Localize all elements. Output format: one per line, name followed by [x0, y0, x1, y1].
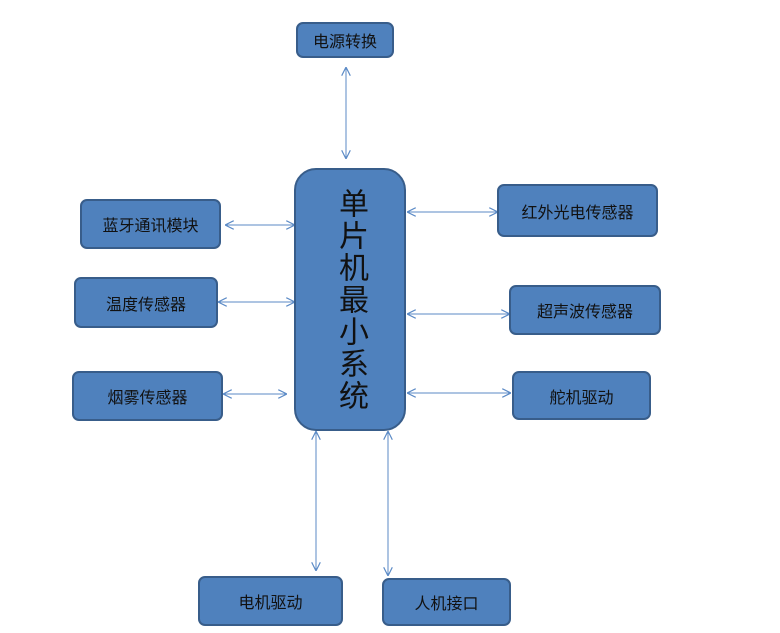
smoke-sensor-label: 烟雾传感器 [107, 388, 188, 407]
motor-driver-box: 电机驱动 [198, 576, 343, 626]
power-conversion-label: 电源转换 [312, 32, 377, 51]
temperature-sensor-label: 温度传感器 [105, 294, 186, 314]
motor-driver-label: 电机驱动 [238, 593, 303, 612]
ultrasonic-sensor-box: 超声波传感器 [509, 285, 661, 335]
servo-driver-box: 舵机驱动 [512, 371, 651, 420]
bluetooth-module-box: 蓝牙通讯模块 [80, 199, 221, 249]
bluetooth-module-label: 蓝牙通讯模块 [102, 216, 199, 235]
human-machine-interface-label: 人机接口 [414, 594, 479, 613]
temperature-sensor-box: 温度传感器 [74, 277, 218, 328]
infrared-sensor-box: 红外光电传感器 [497, 184, 658, 237]
smoke-sensor-box: 烟雾传感器 [72, 371, 223, 421]
mcu-minimum-system-box: 单片机最小系统 [294, 168, 406, 431]
power-conversion-box: 电源转换 [296, 22, 394, 58]
servo-driver-label: 舵机驱动 [549, 387, 614, 407]
human-machine-interface-box: 人机接口 [382, 578, 511, 626]
infrared-sensor-label: 红外光电传感器 [521, 202, 634, 222]
ultrasonic-sensor-label: 超声波传感器 [536, 302, 633, 321]
mcu-label: 单片机最小系统 [332, 187, 368, 412]
